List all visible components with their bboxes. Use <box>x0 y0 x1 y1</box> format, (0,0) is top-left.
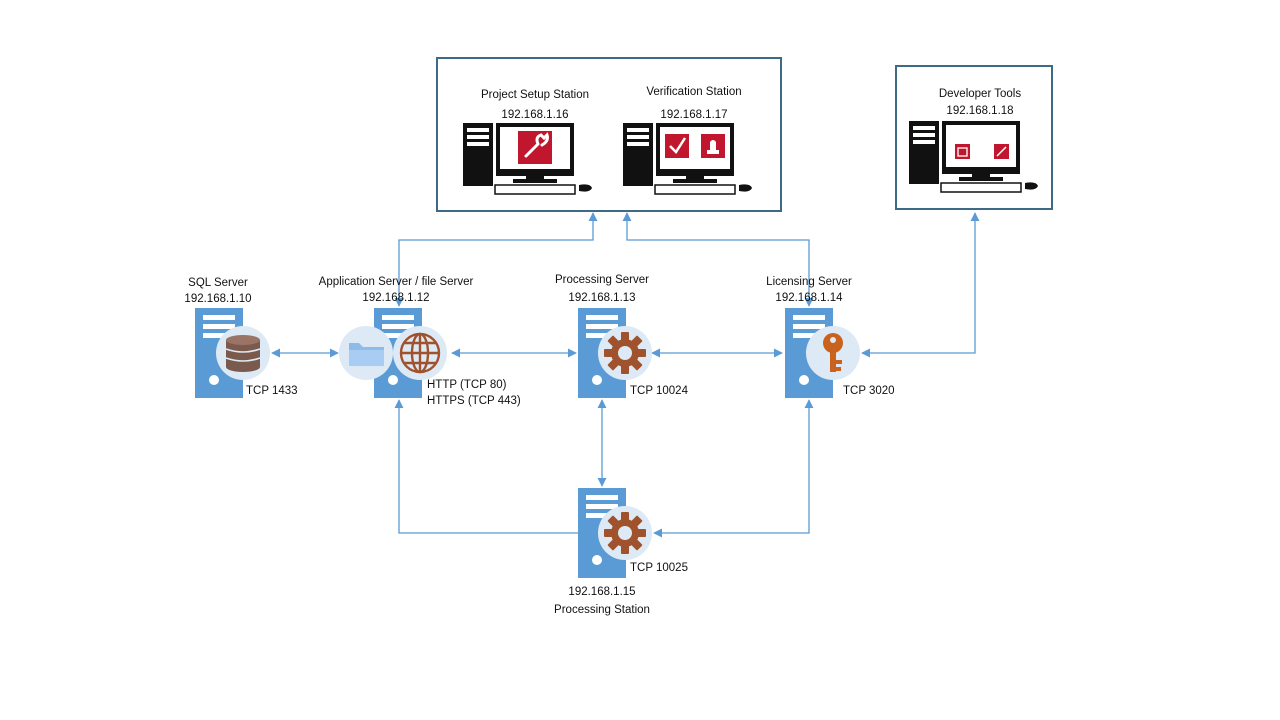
gear-icon <box>604 512 646 554</box>
database-icon <box>225 335 261 372</box>
proc-station-port: TCP 10025 <box>630 562 688 574</box>
developer-name: Developer Tools <box>938 88 1022 100</box>
project-setup-name: Project Setup Station <box>480 89 590 101</box>
verification-ip: 192.168.1.17 <box>660 109 728 121</box>
connectors <box>271 212 980 538</box>
developer-ip: 192.168.1.18 <box>946 105 1014 117</box>
link-licensing-procstation <box>653 399 814 538</box>
sql-server-name: SQL Server <box>188 277 248 289</box>
link-app-procstation <box>394 399 599 538</box>
proc-station-name: Processing Station <box>554 604 650 616</box>
processing-server-port: TCP 10024 <box>630 385 688 397</box>
checkmark-icon <box>665 134 689 158</box>
proc-station-ip: 192.168.1.15 <box>568 586 636 598</box>
processing-server-name: Processing Server <box>555 274 649 286</box>
verification-workstation <box>623 123 752 195</box>
verification-name: Verification Station <box>646 86 742 98</box>
sql-server-ip: 192.168.1.10 <box>184 293 252 305</box>
processing-station-server <box>578 488 652 578</box>
globe-icon <box>399 332 441 374</box>
window-icon <box>955 144 970 159</box>
gear-icon <box>604 332 646 374</box>
processing-server <box>578 308 652 398</box>
licensing-server-ip: 192.168.1.14 <box>775 292 843 304</box>
app-server-ip: 192.168.1.12 <box>362 292 430 304</box>
licensing-server <box>785 308 860 398</box>
developer-workstation <box>909 121 1038 193</box>
processing-server-ip: 192.168.1.13 <box>568 292 636 304</box>
link-licensing-developer <box>861 212 980 358</box>
project-setup-workstation <box>463 123 592 195</box>
project-setup-ip: 192.168.1.16 <box>501 109 569 121</box>
licensing-server-port: TCP 3020 <box>843 385 895 397</box>
app-server-port-http: HTTP (TCP 80) <box>427 379 507 391</box>
application-server <box>339 308 447 398</box>
app-server-name: Application Server / file Server <box>318 276 474 288</box>
link-stations-licensing <box>622 212 814 307</box>
app-server-port-https: HTTPS (TCP 443) <box>427 395 521 407</box>
licensing-server-name: Licensing Server <box>766 276 852 288</box>
link-app-stations <box>394 212 598 307</box>
folder-icon <box>349 343 384 366</box>
sql-server <box>195 308 270 398</box>
key-icon <box>823 333 843 372</box>
sql-server-port: TCP 1433 <box>246 385 298 397</box>
